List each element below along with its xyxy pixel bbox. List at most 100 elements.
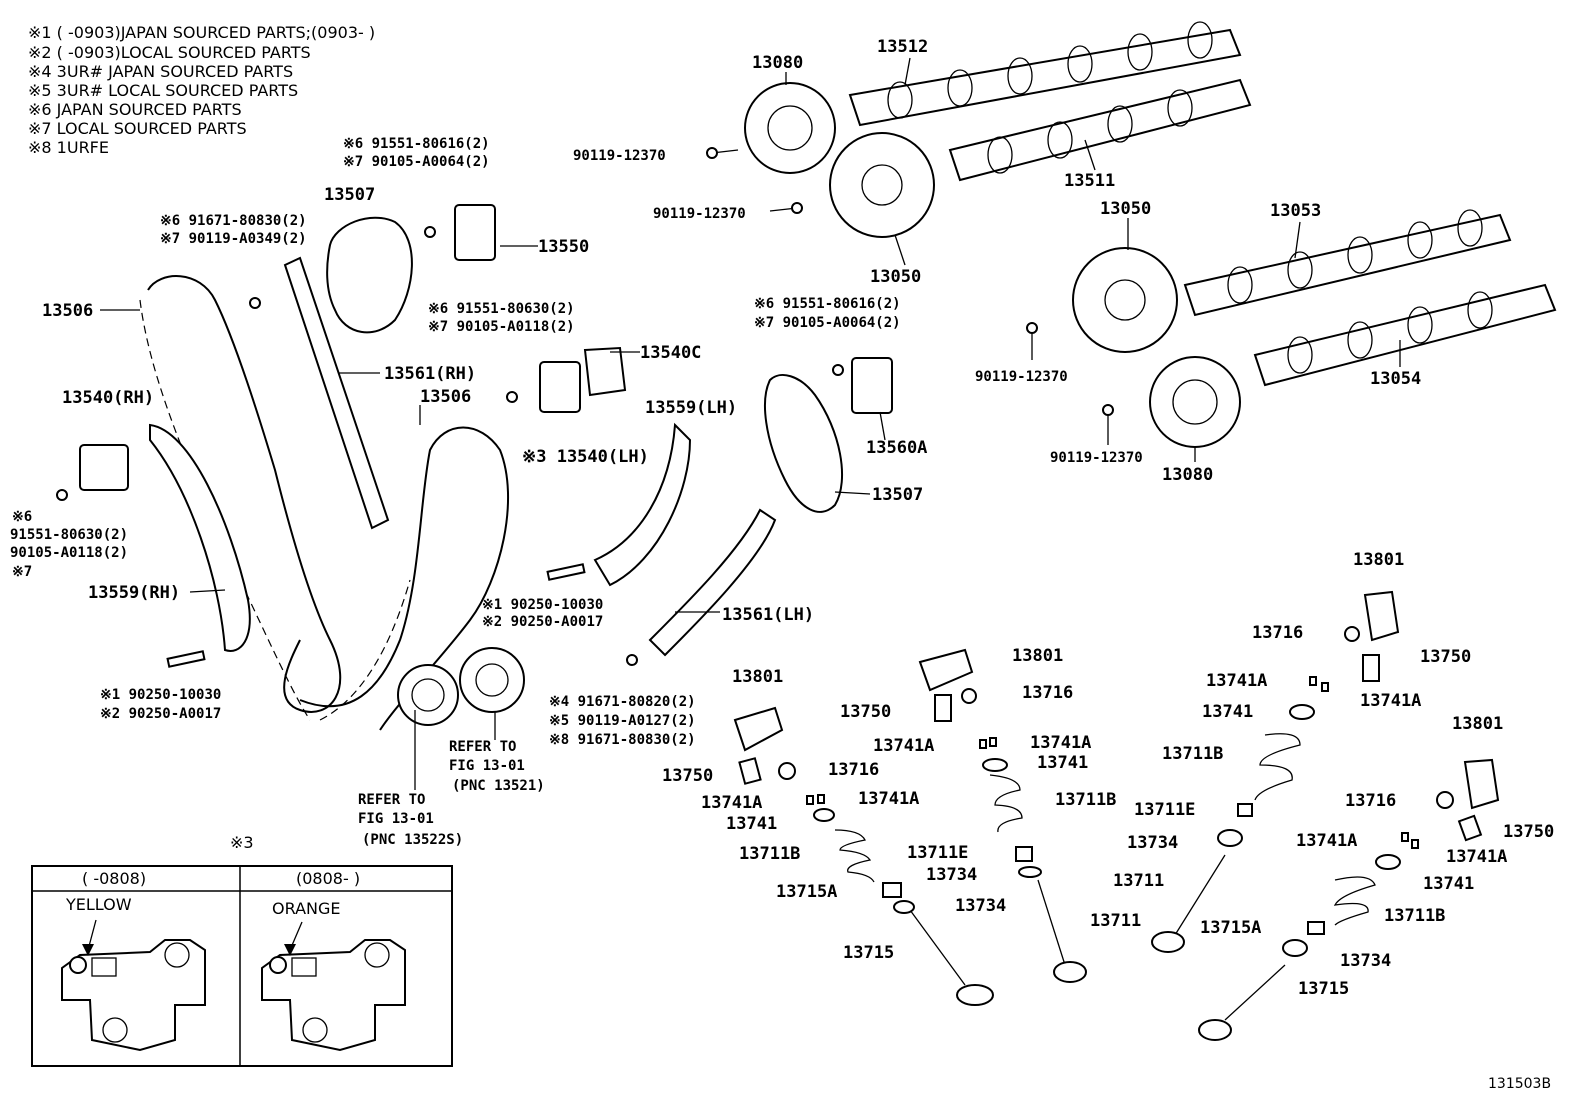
valve-stem-seal-13715a: [1307, 921, 1325, 935]
note-4: ※4 3UR# JAPAN SOURCED PARTS: [28, 62, 293, 81]
callout-13711b: 13711B: [739, 844, 800, 864]
spring-seat-13734: [1282, 939, 1308, 957]
callout-13080: 13080: [752, 53, 803, 73]
figure-id: 131503B: [1488, 1076, 1551, 1092]
valve-head-13711: [1053, 961, 1087, 983]
timing-chain-13506-right: [299, 426, 510, 731]
note-5: ※5 3UR# LOCAL SOURCED PARTS: [28, 81, 298, 100]
bolt-icon: [791, 202, 803, 214]
inset-left-color: YELLOW: [65, 895, 132, 914]
callout-13711e: 13711E: [907, 843, 968, 863]
camshaft-13511: [948, 78, 1252, 182]
chain-guide-13561-lh: [648, 508, 777, 657]
callout-13561-lh: 13561(LH): [722, 605, 814, 625]
tensioner-13550: [454, 204, 496, 261]
crank-sprocket-13521: [459, 647, 525, 713]
callout-13741a: 13741A: [873, 736, 934, 756]
bolt-icon: [424, 226, 436, 238]
valve-head-13715: [956, 984, 994, 1006]
callout-13716: 13716: [828, 760, 879, 780]
inset-marker: ※3: [230, 833, 254, 852]
callout-13560a: 13560A: [866, 438, 927, 458]
tensioner-orange-variant: [261, 921, 406, 1052]
valve-stem-seal-13711e: [1237, 803, 1253, 817]
rocker-arm-13801: [918, 648, 974, 692]
leader-lines: [100, 57, 1401, 613]
callout-13711: 13711: [1113, 871, 1164, 891]
callout-13741a: 13741A: [701, 793, 762, 813]
callout-13741a: 13741A: [1206, 671, 1267, 691]
callout-91551-80616: ※6 91551-80616(2): [754, 296, 901, 312]
bolt-icon: [706, 147, 718, 159]
cam-sprocket-13050-right: [1072, 247, 1178, 353]
inset-right-color: ORANGE: [272, 899, 340, 918]
valve-train: [733, 590, 1500, 1041]
valve-keeper-13741a: [1321, 682, 1329, 692]
note-8: ※8 1URFE: [28, 138, 109, 157]
note-2: ※2 ( -0903)LOCAL SOURCED PARTS: [28, 43, 311, 62]
shim-13716: [1344, 626, 1360, 642]
callout-13511: 13511: [1064, 171, 1115, 191]
callout-90105-A0064: ※7 90105-A0064(2): [343, 154, 490, 170]
inset-left-header: ( -0808): [82, 869, 146, 888]
note-1: ※1 ( -0903)JAPAN SOURCED PARTS;(0903- ): [28, 23, 375, 42]
tensioner-13540-lh: [539, 361, 581, 413]
tensioner-slipper-13559-lh: [593, 422, 692, 587]
crank-sprocket-13522s: [397, 664, 459, 726]
refer-label: REFER TO: [358, 792, 425, 808]
callout-13734: 13734: [1340, 951, 1391, 971]
camshaft-group: [848, 21, 1557, 387]
cam-sprockets: [744, 82, 1241, 448]
callout-13711b: 13711B: [1384, 906, 1445, 926]
bolts: [706, 147, 1114, 445]
callout-91551-80630: ※6 91551-80630(2): [428, 301, 575, 317]
refer-figure: FIG 13-01: [358, 811, 434, 827]
refer-pnc: (PNC 13521): [452, 778, 545, 794]
callout-13711b: 13711B: [1055, 790, 1116, 810]
callout-13734: 13734: [1127, 833, 1178, 853]
callout-13540c: 13540C: [640, 343, 701, 363]
callout-13507: 13507: [872, 485, 923, 505]
bolt-icon: [506, 391, 518, 403]
bolt-icon: [832, 364, 844, 376]
callout-13559-rh: 13559(RH): [88, 583, 180, 603]
callout-13750: 13750: [1420, 647, 1471, 667]
callout-13506: 13506: [420, 387, 471, 407]
callout-90105-A0118: ※7 90105-A0118(2): [428, 319, 575, 335]
note-7: ※7 LOCAL SOURCED PARTS: [28, 119, 247, 138]
spring-seat-13734: [1217, 829, 1243, 847]
retainer-13741: [1289, 704, 1315, 720]
shim-13716: [1436, 791, 1454, 809]
refer-pnc: (PNC 13522S): [362, 832, 463, 848]
chain-guides: [149, 256, 777, 657]
callout-90250-A0017: ※2 90250-A0017: [482, 614, 603, 630]
callout-13561-rh: 13561(RH): [384, 364, 476, 384]
callout-13540-lh: ※3 13540(LH): [522, 447, 649, 467]
refer-label: REFER TO: [449, 739, 516, 755]
callout-13750: 13750: [840, 702, 891, 722]
valve-13711: [1174, 854, 1226, 936]
retainer-13741: [982, 758, 1008, 772]
callout-13734: 13734: [926, 865, 977, 885]
retainer-13741: [1375, 854, 1401, 870]
callout-90119-12370: 90119-12370: [1050, 450, 1143, 466]
valve-head-13711: [1151, 931, 1185, 953]
callout-13741a: 13741A: [1360, 691, 1421, 711]
callout-13734: 13734: [955, 896, 1006, 916]
valve-keeper-13741a: [989, 737, 997, 747]
callout-13506: 13506: [42, 301, 93, 321]
valve-keeper-13741a: [979, 739, 987, 749]
callout-13550: 13550: [538, 237, 589, 257]
valve-keeper-13741a: [1401, 832, 1409, 842]
tensioner-slipper-13559-rh: [149, 423, 251, 652]
callout-90105-A0064: ※7 90105-A0064(2): [754, 315, 901, 331]
callout-90119-12370: 90119-12370: [573, 148, 666, 164]
shim-13716: [961, 688, 977, 704]
callout-13053: 13053: [1270, 201, 1321, 221]
tensioner-13540-rh: [79, 444, 129, 491]
bolt-icon: [626, 654, 638, 666]
callout-note-6: ※6: [12, 509, 32, 525]
callout-13741: 13741: [1202, 702, 1253, 722]
tensioners: [56, 204, 893, 668]
